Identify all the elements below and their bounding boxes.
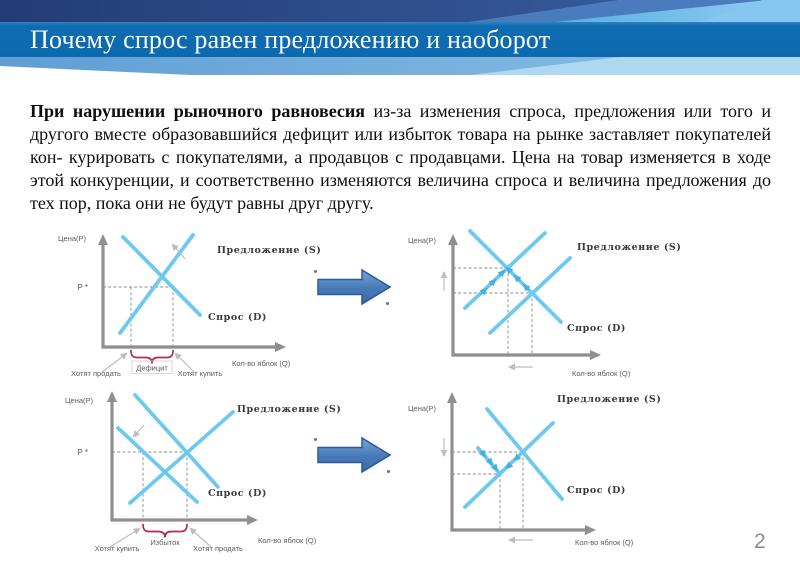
guide-lines [453,267,533,355]
diagram-deficit-resolution: Цена(P) Предложение (S) Спрос (D) Кол-во… [408,229,681,378]
deficit-brace [130,349,174,364]
supply-curve [118,233,195,335]
demand-label: Спрос (D) [208,312,267,323]
header-sub-band [0,57,800,75]
sub-band-left-stripe [0,57,620,75]
supply-label: Предложение (S) [557,394,661,405]
demand-curve-new [116,426,199,504]
guide-lines [103,286,174,347]
title-bar: Почему спрос равен предложению и наоборо… [0,22,800,57]
paragraph-text: из-за изменения спроса, предложения или … [30,101,771,213]
deficit-label-box [131,360,173,374]
supply-curve [128,410,235,505]
anchor-dot [314,438,317,441]
diagram-surplus-resolution: Цена(P) Предложение (S) Спрос (D) Кол-во… [408,392,661,547]
want-sell-label: Хотят продать [193,544,243,553]
paragraph-lead: При нарушении рыночного равновесия [30,101,366,121]
want-sell-arrow [189,527,212,548]
guide-lines [452,451,524,530]
right-block-arrow-top [317,268,392,306]
supply-label: Предложение (S) [237,404,341,415]
quantity-axis-label: Кол-во яблок (Q) [232,359,291,368]
supply-label: Предложение (S) [217,245,321,256]
quantity-axis-label: Кол-во яблок (Q) [575,538,634,547]
header-top-band [0,0,800,22]
anchor-dot [386,302,389,305]
diagram-deficit: Цена(P) P * Предложение (S) Спрос (D) Ко… [58,233,321,378]
price-axis-label: Цена(P) [58,234,87,243]
want-buy-arrow [174,352,195,373]
surplus-label: Избыток [150,538,180,547]
anchor-dot [314,270,317,273]
want-sell-arrow [101,352,128,373]
convergence-arrows [479,266,531,296]
surplus-brace [142,523,188,538]
price-axis-label: Цена(P) [65,396,94,405]
anchor-dot [387,470,390,473]
supply-curve-old [488,256,572,335]
demand-shift-arrow [132,424,145,438]
want-buy-arrow [109,527,141,548]
equilibrium-price-label: P * [77,283,88,292]
page-number: 2 [754,530,766,553]
guide-lines [112,451,188,520]
quantity-axis-label: Кол-во яблок (Q) [258,536,317,545]
want-buy-label: Хотят купить [95,544,140,553]
price-axis-label: Цена(P) [408,404,437,413]
demand-label: Спрос (D) [208,488,267,499]
demand-curve-old [485,407,564,501]
right-block-arrow-bottom [317,436,392,474]
sub-band-white-wedge [0,66,190,75]
price-axis-label: Цена(P) [408,236,437,245]
convergence-arrows [478,449,522,472]
want-sell-label: Хотят продать [71,369,121,378]
want-buy-label: Хотят купить [178,369,223,378]
deficit-label: Дефицит [136,364,168,373]
quantity-axis-label: Кол-во яблок (Q) [572,369,631,378]
diagram-surplus: Цена(P) P * Предложение (S) Спрос (D) Ко… [65,391,341,553]
slide-title: Почему спрос равен предложению и наоборо… [30,25,551,54]
supply-label: Предложение (S) [577,242,681,253]
demand-label: Спрос (D) [567,323,626,334]
body-paragraph: При нарушении рыночного равновесия из-за… [30,100,771,215]
demand-curve [121,235,202,317]
supply-curve-new [463,231,547,310]
header-navy-stripe [0,0,620,22]
demand-curve-old [133,393,220,489]
demand-label: Спрос (D) [567,485,626,496]
equilibrium-price-label: P * [77,448,88,457]
supply-shift-arrow [171,243,186,260]
